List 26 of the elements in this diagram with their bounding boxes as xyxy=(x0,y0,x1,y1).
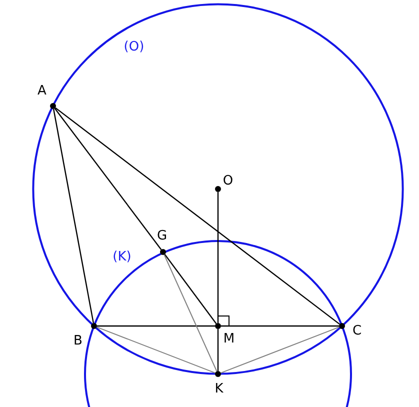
line-segment xyxy=(221,325,339,327)
line-segment xyxy=(52,108,94,324)
line-segment xyxy=(164,254,217,324)
point-dot xyxy=(215,371,221,377)
line-segment xyxy=(220,326,340,374)
point-label: C xyxy=(352,324,362,338)
point-dot xyxy=(215,323,221,329)
point-dot xyxy=(91,323,97,329)
line-segment xyxy=(54,108,162,250)
circle-label: (K) xyxy=(112,250,132,264)
point-label: M xyxy=(223,332,235,346)
line-segment xyxy=(97,325,215,327)
point-dot xyxy=(160,249,166,255)
circle-label: (O) xyxy=(124,40,144,54)
point-dot xyxy=(50,103,56,109)
line-segment xyxy=(217,329,219,371)
line-segment xyxy=(96,326,216,374)
line-segment xyxy=(217,192,219,323)
point-label: B xyxy=(74,334,82,348)
line-segment xyxy=(164,254,218,372)
point-label: K xyxy=(214,382,224,396)
line-segment xyxy=(55,107,340,325)
point-label: O xyxy=(222,174,234,188)
point-dot xyxy=(215,186,221,192)
point-label: G xyxy=(156,228,168,244)
point-label: A xyxy=(38,84,46,98)
